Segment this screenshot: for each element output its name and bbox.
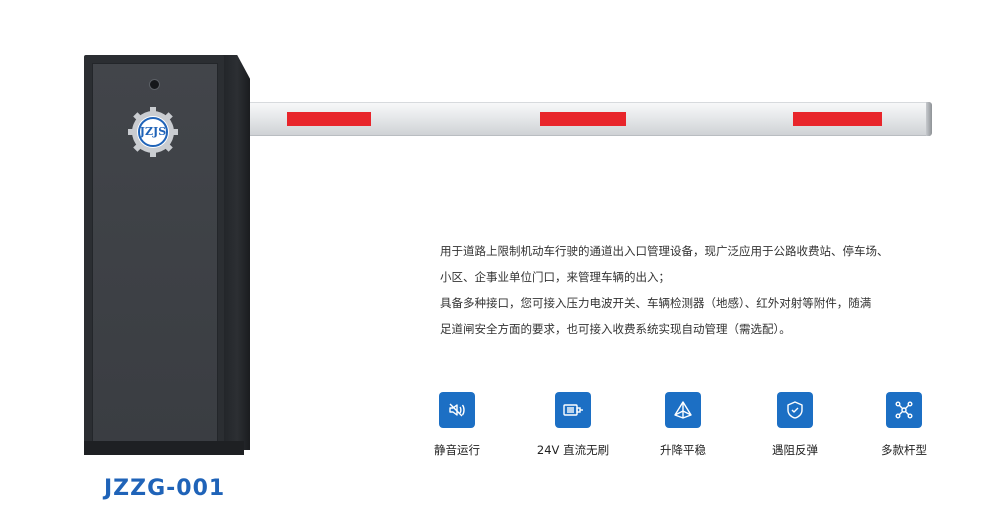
shield-check-icon (777, 392, 813, 428)
feature-label: 24V 直流无刷 (536, 443, 610, 457)
logo-text: JZJS (139, 125, 167, 138)
boom-arm-tip (926, 102, 932, 136)
pyramid-icon (665, 392, 701, 428)
arm-red-stripe (793, 112, 882, 126)
description-line: 小区、企事业单位门口，来管理车辆的出入； (440, 270, 670, 284)
network-icon (886, 392, 922, 428)
description-line: 用于道路上限制机动车行驶的通道出入口管理设备，现广泛应用于公路收费站、停车场、 (440, 244, 889, 258)
description-line: 具备多种接口，您可接入压力电波开关、车辆检测器（地感）、红外对射等附件，随满 (440, 296, 872, 310)
cabinet-base (84, 441, 244, 455)
feature-anti-collision: 遇阻反弹 (750, 392, 840, 458)
description-line: 足道闸安全方面的要求，也可接入收费系统实现自动管理（需选配）。 (440, 322, 791, 336)
feature-multiple-arm-types: 多款杆型 (859, 392, 949, 458)
feature-label: 静音运行 (434, 443, 480, 457)
brand-logo: JZJS (126, 105, 180, 159)
mute-speaker-icon (439, 392, 475, 428)
model-number: JZZG-001 (104, 476, 226, 501)
lock-icon (149, 79, 160, 90)
feature-label: 升降平稳 (660, 443, 706, 457)
product-description: 用于道路上限制机动车行驶的通道出入口管理设备，现广泛应用于公路收费站、停车场、 … (440, 238, 960, 342)
feature-silent-operation: 静音运行 (412, 392, 502, 458)
feature-dc-brushless: 24V 直流无刷 (528, 392, 618, 458)
arm-red-stripe (540, 112, 626, 126)
feature-smooth-lift: 升降平稳 (638, 392, 728, 458)
feature-label: 遇阻反弹 (772, 443, 818, 457)
feature-label: 多款杆型 (881, 443, 927, 457)
arm-red-stripe (287, 112, 371, 126)
motor-icon (555, 392, 591, 428)
